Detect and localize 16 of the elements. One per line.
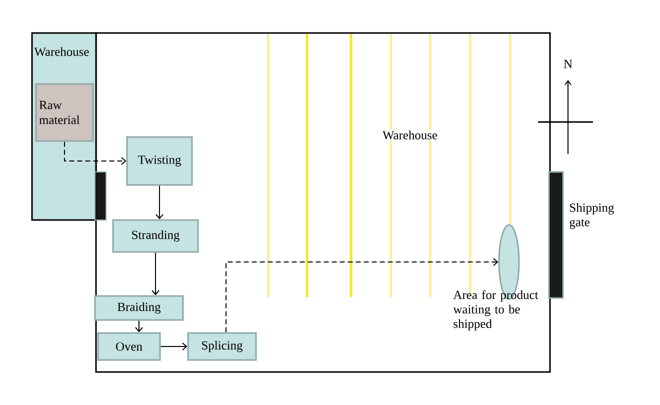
process-box: Oven — [97, 332, 161, 361]
arrow — [135, 320, 143, 332]
arrow — [226, 258, 498, 333]
arrow — [64, 141, 126, 165]
process-box: Twisting — [126, 136, 193, 186]
arrow — [160, 342, 188, 350]
compass-label: N — [564, 60, 572, 68]
arrow — [156, 185, 164, 220]
process-box: Splicing — [187, 332, 257, 361]
process-box: Stranding — [112, 219, 199, 253]
shipping-gate-bar — [548, 171, 564, 299]
process-box: Braiding — [94, 295, 184, 321]
storage-box: Raw material — [35, 83, 94, 142]
arrow — [152, 252, 160, 296]
area-caption: Shipping gate — [570, 203, 614, 229]
area-caption: Area for product waiting to be shipped — [453, 290, 538, 331]
